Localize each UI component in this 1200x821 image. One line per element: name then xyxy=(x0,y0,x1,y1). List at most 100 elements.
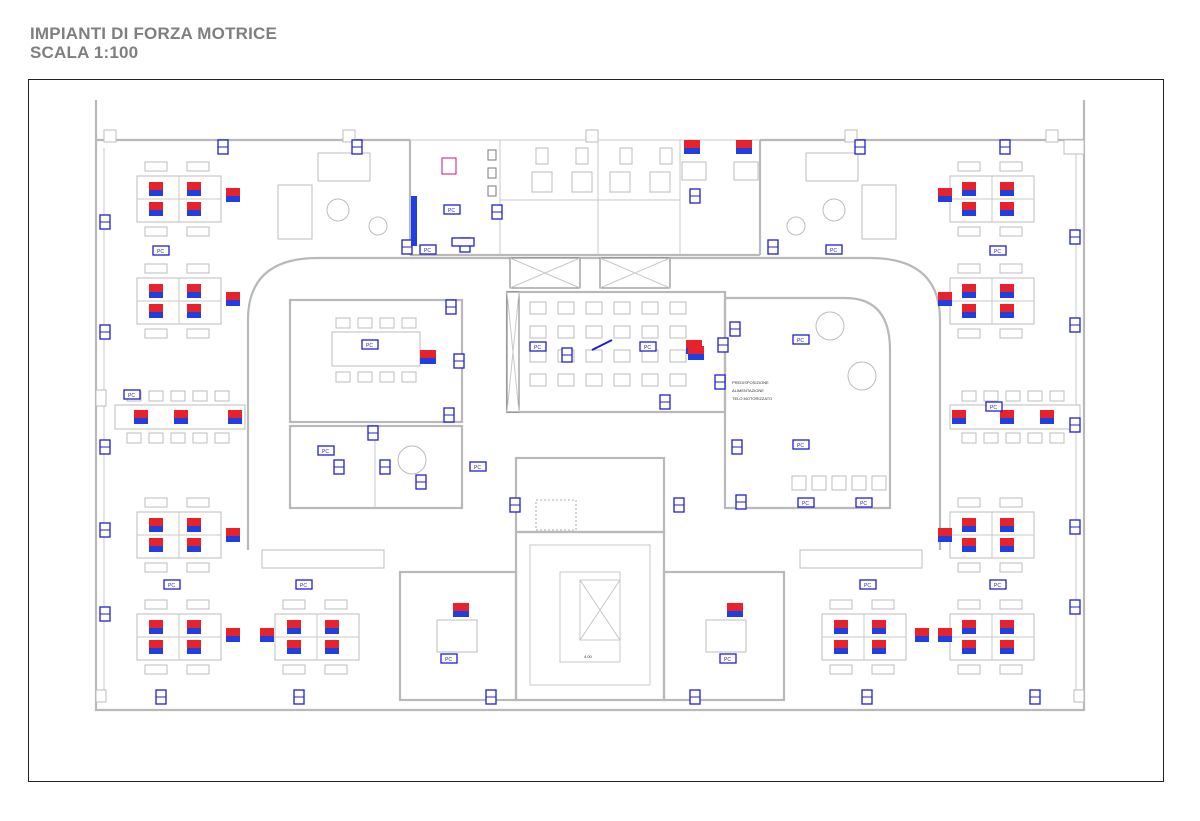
pc-label: PC xyxy=(474,465,481,471)
socket-blue xyxy=(226,636,240,642)
chair xyxy=(999,497,1023,508)
wall-socket xyxy=(561,347,573,363)
socket-red xyxy=(187,202,201,210)
wall-socket xyxy=(293,689,305,705)
socket-blue xyxy=(149,292,163,298)
pc-point: PC xyxy=(859,579,877,590)
pc-point: PC xyxy=(639,341,657,352)
socket-red xyxy=(174,410,188,418)
chair xyxy=(871,664,895,675)
chair xyxy=(957,263,981,274)
wall-socket xyxy=(367,425,379,441)
socket-blue xyxy=(325,648,339,654)
round-table xyxy=(397,445,427,475)
pc-point: PC xyxy=(529,341,547,352)
socket-red xyxy=(287,640,301,648)
socket-red xyxy=(226,628,240,636)
service-block xyxy=(277,147,897,240)
socket-blue xyxy=(962,546,976,552)
chair xyxy=(144,562,168,573)
drawing-title: IMPIANTI DI FORZA MOTRICE xyxy=(30,24,278,43)
chair xyxy=(1027,432,1043,444)
chair xyxy=(401,371,417,383)
chair xyxy=(669,301,687,315)
wall-socket xyxy=(333,459,345,475)
pc-point: PC xyxy=(163,579,181,590)
pc-label: PC xyxy=(797,443,804,449)
socket-blue xyxy=(915,636,929,642)
socket-red xyxy=(325,640,339,648)
socket-red xyxy=(952,410,966,418)
chair xyxy=(613,301,631,315)
socket-red xyxy=(1000,304,1014,312)
socket-blue xyxy=(187,628,201,634)
chair xyxy=(957,161,981,172)
socket-blue xyxy=(1000,648,1014,654)
socket-blue xyxy=(938,536,952,542)
pc-point: PC xyxy=(985,401,1003,412)
round-table xyxy=(815,311,845,341)
socket-blue xyxy=(872,628,886,634)
socket-red xyxy=(453,603,469,611)
chair xyxy=(529,349,547,363)
chair xyxy=(851,475,867,491)
socket-red xyxy=(962,304,976,312)
wall-socket xyxy=(401,239,413,255)
socket-red xyxy=(1000,518,1014,526)
pc-point: PC xyxy=(719,653,737,664)
chair xyxy=(148,432,164,444)
pc-label: PC xyxy=(534,345,541,351)
wall-socket xyxy=(1069,599,1081,615)
cable-link xyxy=(591,339,613,351)
pc-label: PC xyxy=(157,249,164,255)
chair xyxy=(811,475,827,491)
socket-red xyxy=(736,140,752,148)
chair xyxy=(669,373,687,387)
pc-label: PC xyxy=(994,583,1001,589)
chair xyxy=(529,325,547,339)
wall-socket xyxy=(999,139,1011,155)
wall-socket xyxy=(1069,519,1081,535)
chair xyxy=(871,475,887,491)
annotation-line-2: ALIMENTAZIONE xyxy=(732,388,764,393)
office-table xyxy=(436,619,478,653)
chair xyxy=(186,263,210,274)
socket-blue xyxy=(938,636,952,642)
socket-blue xyxy=(187,292,201,298)
chair xyxy=(144,328,168,339)
pc-point: PC xyxy=(797,497,815,508)
chair xyxy=(1005,432,1021,444)
pc-box xyxy=(419,244,437,255)
pc-point: PC xyxy=(989,245,1007,256)
chair xyxy=(961,432,977,444)
socket-blue xyxy=(962,190,976,196)
socket-blue xyxy=(688,354,704,360)
socket-blue xyxy=(952,418,966,424)
chair xyxy=(999,664,1023,675)
chair xyxy=(1049,432,1065,444)
socket-red xyxy=(1040,410,1054,418)
chair xyxy=(170,432,186,444)
socket-red xyxy=(149,304,163,312)
chair xyxy=(957,599,981,610)
socket-blue xyxy=(226,196,240,202)
pc-label: PC xyxy=(990,405,997,411)
socket-red xyxy=(187,304,201,312)
socket-blue xyxy=(962,648,976,654)
rail-socket xyxy=(451,237,475,247)
socket-red xyxy=(962,640,976,648)
socket-red xyxy=(938,188,952,196)
pc-point: PC xyxy=(361,339,379,350)
socket-red xyxy=(226,292,240,300)
pc-label: PC xyxy=(128,393,135,399)
chair xyxy=(379,317,395,329)
chair xyxy=(999,328,1023,339)
socket-blue xyxy=(420,358,436,364)
chair xyxy=(144,263,168,274)
pc-box xyxy=(792,439,810,450)
wall-socket xyxy=(99,606,111,622)
chair xyxy=(282,664,306,675)
chair xyxy=(585,301,603,315)
pc-label: PC xyxy=(802,501,809,507)
chair xyxy=(186,562,210,573)
